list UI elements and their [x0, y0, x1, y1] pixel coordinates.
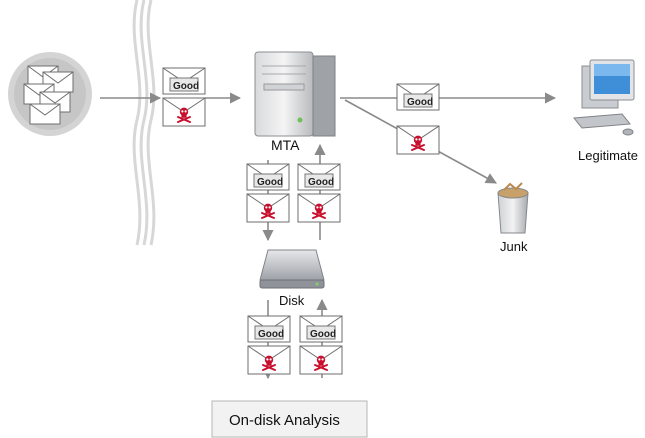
spam-envelope [247, 345, 291, 375]
spam-envelope [162, 97, 206, 127]
junk-label: Junk [500, 239, 528, 254]
disk-label: Disk [279, 293, 305, 308]
good-envelope: Good [297, 163, 341, 191]
good-envelope: Good [162, 67, 206, 95]
svg-text:Good: Good [258, 329, 284, 340]
spam-envelope [246, 193, 290, 223]
svg-text:Good: Good [173, 81, 199, 92]
spam-envelope [396, 125, 440, 155]
analysis-label: On-disk Analysis [229, 412, 340, 429]
svg-text:Good: Good [310, 329, 336, 340]
good-envelope: Good [396, 83, 440, 111]
envelope-stack-icon [8, 52, 92, 136]
desktop-computer-icon [573, 59, 635, 136]
svg-text:Good: Good [257, 177, 283, 188]
trash-can-icon [497, 182, 529, 234]
mta-label: MTA [271, 137, 300, 153]
svg-text:Good: Good [407, 97, 433, 108]
good-envelope: Good [299, 315, 343, 343]
spam-envelope [299, 345, 343, 375]
analysis-box: On-disk Analysis [211, 400, 368, 438]
legitimate-label: Legitimate [578, 148, 638, 163]
server-tower-icon [254, 51, 336, 137]
good-envelope: Good [246, 163, 290, 191]
hard-disk-icon [259, 249, 325, 289]
network-boundary [132, 0, 156, 246]
spam-envelope [297, 193, 341, 223]
svg-text:Good: Good [308, 177, 334, 188]
good-envelope: Good [247, 315, 291, 343]
